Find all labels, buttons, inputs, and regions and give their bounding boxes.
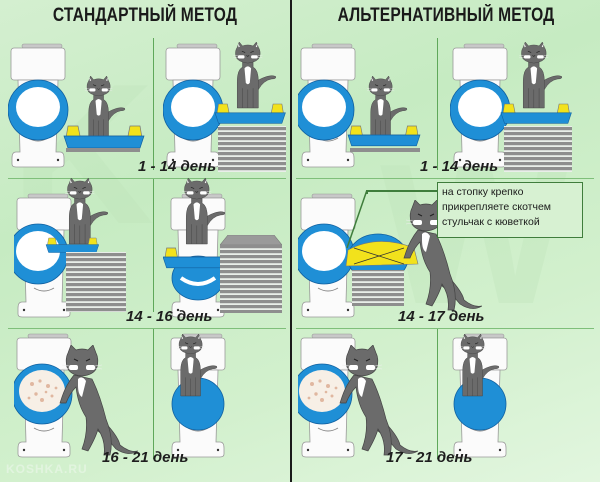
method-separator (290, 0, 292, 482)
watermark: KOSHKA.RU (6, 462, 88, 476)
stage-label: 14 - 16 день (126, 308, 213, 325)
stage3-cat-pawing-illustration (59, 345, 138, 456)
stage-label: 1 - 14 день (420, 158, 499, 175)
alt-stage2-seat-taped-on-stack-illustration (345, 233, 419, 306)
alt-stage1-cat-in-tray-illustration (347, 76, 421, 152)
callout-line: на стопку крепко (442, 186, 524, 198)
alt-stage1-cat-on-stack-illustration (500, 42, 572, 172)
callout-line: стульчак с кюветкой (442, 216, 540, 228)
stage-label: 17 - 21 день (386, 449, 473, 466)
row-divider (8, 178, 286, 179)
alt-stage3-cat-on-toilet-illustration (452, 333, 508, 458)
stage-label: 14 - 17 день (398, 308, 485, 325)
column-divider (153, 329, 154, 459)
callout-box: на стопку крепко прикрепляете скотчем ст… (437, 182, 583, 238)
standard-method-section: СТАНДАРТНЫЙ МЕТОД (0, 0, 290, 482)
callout-leader-diagonal (346, 190, 368, 249)
alternative-method-section: АЛЬТЕРНАТИВНЫЙ МЕТОД (292, 0, 600, 482)
stage-label: 16 - 21 день (102, 449, 189, 466)
alternative-method-title: АЛЬТЕРНАТИВНЫЙ МЕТОД (337, 5, 555, 26)
alt-stage3-cat-pawing-illustration (339, 345, 418, 456)
stage2-stack-illustration (220, 235, 282, 313)
stage3-cat-on-toilet-illustration (170, 333, 226, 458)
stage2-cat-on-tall-stack-illustration (45, 178, 126, 312)
stage1-cat-in-tray-illustration (63, 76, 145, 152)
column-divider (153, 179, 154, 312)
stage1-cat-on-stack-illustration (214, 42, 286, 172)
standard-method-title: СТАНДАРТНЫЙ МЕТОД (52, 5, 238, 26)
stage-label: 1 - 14 день (138, 158, 217, 175)
column-divider (153, 38, 154, 170)
callout-line: прикрепляете скотчем (442, 201, 552, 213)
column-divider (437, 329, 438, 459)
row-divider (296, 178, 594, 179)
column-divider (437, 38, 438, 170)
callout-leader-line (366, 190, 437, 192)
row-divider (8, 328, 286, 329)
row-divider (296, 328, 594, 329)
